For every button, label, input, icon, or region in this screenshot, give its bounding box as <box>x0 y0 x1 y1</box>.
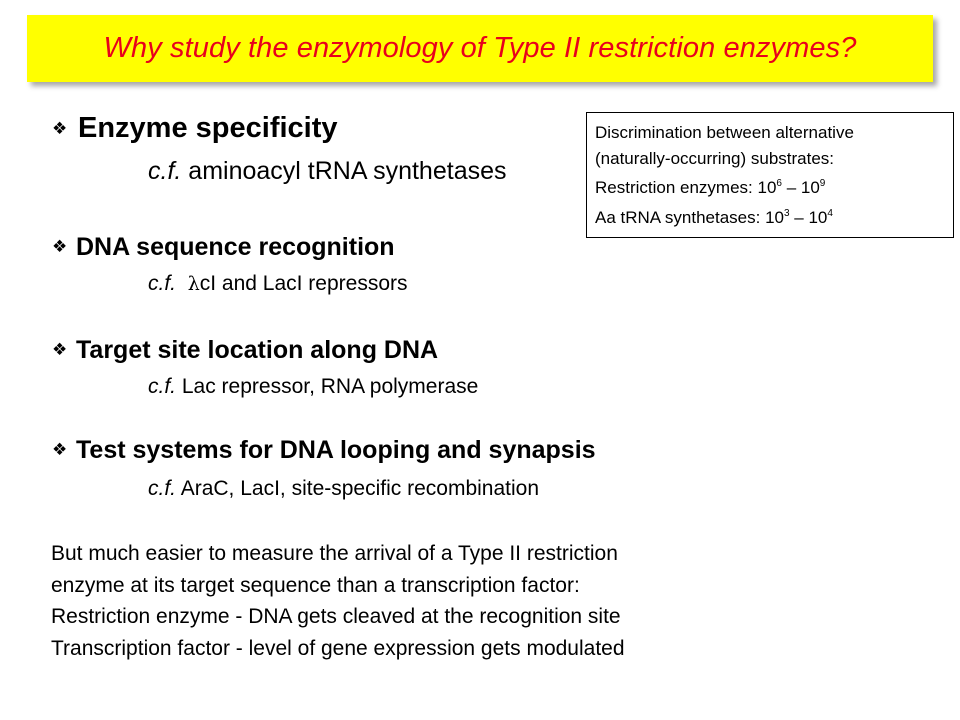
info-box-line: (naturally-occurring) substrates: <box>595 148 835 168</box>
info-box-label: Aa tRNA synthetases: 10 <box>595 207 784 227</box>
cf-label: c.f. <box>148 272 177 295</box>
exponent-low: 6 <box>776 178 782 189</box>
info-box-aatrna-range: Aa tRNA synthetases: 103 – 104 <box>595 201 945 231</box>
slide-title: Why study the enzymology of Type II rest… <box>103 32 857 64</box>
bullet-detail-text: aminoacyl tRNA synthetases <box>188 157 507 185</box>
bullet-detail-target-site-location: c.f. Lac repressor, RNA polymerase <box>148 375 478 399</box>
lambda-symbol: λ <box>187 273 200 295</box>
four-diamond-bullet-icon: ❖ <box>52 119 68 138</box>
bullet-detail-test-systems: c.f. AraC, LacI, site-specific recombina… <box>148 477 539 501</box>
bullet-detail-enzyme-specificity: c.f. aminoacyl tRNA synthetases <box>148 157 507 186</box>
info-box-label: Restriction enzymes: 10 <box>595 178 777 197</box>
four-diamond-bullet-icon: ❖ <box>52 237 68 256</box>
cf-label: c.f. <box>148 375 177 398</box>
paragraph-line: But much easier to measure the arrival o… <box>51 542 618 565</box>
exponent-low: 3 <box>784 207 790 219</box>
bullet-detail-text: AraC, LacI, site-specific recombination <box>180 477 540 500</box>
paragraph-line: Transcription factor - level of gene exp… <box>51 636 625 660</box>
bullet-detail-dna-sequence-recognition: c.f. λcI and LacI repressors <box>148 272 408 296</box>
comparison-paragraph: But much easier to measure the arrival o… <box>51 538 625 664</box>
bullet-heading: DNA sequence recognition <box>76 233 395 261</box>
bullet-heading: Enzyme specificity <box>78 112 338 144</box>
four-diamond-bullet-icon: ❖ <box>52 440 68 459</box>
cf-label: c.f. <box>148 157 182 185</box>
cf-label: c.f. <box>148 477 177 500</box>
bullet-dna-sequence-recognition: ❖ DNA sequence recognition <box>52 233 395 262</box>
bullet-enzyme-specificity: ❖ Enzyme specificity <box>52 112 338 145</box>
discrimination-info-box: Discrimination between alternative (natu… <box>586 112 954 238</box>
bullet-heading: Test systems for DNA looping and synapsi… <box>76 436 596 464</box>
paragraph-line: Restriction enzyme - DNA gets cleaved at… <box>51 605 621 628</box>
info-box-line: Discrimination between alternative <box>595 123 854 142</box>
range-dash: – 10 <box>789 207 828 227</box>
four-diamond-bullet-icon: ❖ <box>52 340 68 359</box>
info-box-restriction-range: Restriction enzymes: 106 – 109 <box>595 171 945 201</box>
paragraph-line: enzyme at its target sequence than a tra… <box>51 573 580 597</box>
bullet-target-site-location: ❖ Target site location along DNA <box>52 336 438 365</box>
bullet-heading: Target site location along DNA <box>76 336 439 364</box>
bullet-detail-text: Lac repressor, RNA polymerase <box>181 375 479 398</box>
title-banner: Why study the enzymology of Type II rest… <box>27 15 933 82</box>
exponent-high: 4 <box>827 207 833 219</box>
range-dash: – 10 <box>781 178 820 197</box>
bullet-detail-text: cI and LacI repressors <box>199 272 408 295</box>
exponent-high: 9 <box>819 178 826 189</box>
bullet-test-systems: ❖ Test systems for DNA looping and synaps… <box>52 436 596 465</box>
